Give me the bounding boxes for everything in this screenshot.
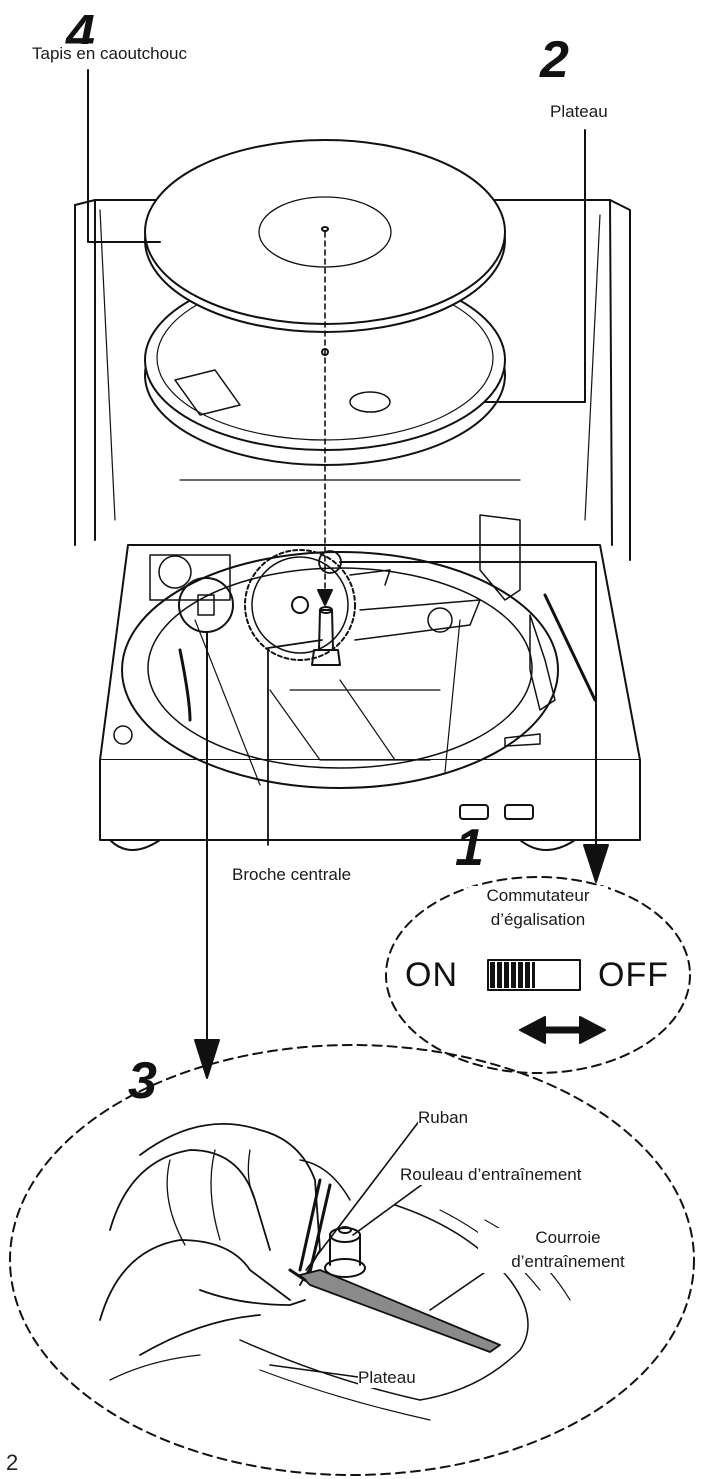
eq-switch: [487, 959, 581, 991]
turntable-base: [99, 514, 641, 851]
drive-belt-callout: [9, 1044, 695, 1476]
label-eq-switch: Commutateur d’égalisation: [468, 886, 608, 931]
leader-ribbon: [305, 1119, 421, 1271]
step-3-number: 3: [128, 1052, 157, 1110]
slide-direction-arrow: [519, 1016, 606, 1044]
label-platter-bottom: Plateau: [358, 1368, 416, 1389]
drive-gear: [244, 549, 453, 661]
page-number: 2: [6, 1450, 19, 1475]
leader-center-spindle: [267, 639, 323, 846]
label-eq-switch-line2: d’égalisation: [490, 910, 586, 930]
label-rubber-mat: Tapis en caoutchouc: [32, 44, 187, 65]
switch-on-label: ON: [405, 956, 458, 994]
switch-off-label: OFF: [598, 956, 669, 994]
step-1-number: 1: [455, 819, 484, 877]
platter-edge-lines: [239, 1159, 571, 1421]
label-drive-roller: Rouleau d’entraînement: [400, 1165, 582, 1186]
arrow-to-step1: [339, 561, 597, 846]
label-eq-switch-line1: Commutateur: [486, 886, 590, 905]
hand-illustration: [99, 1122, 321, 1381]
label-drive-belt-line1: Courroie: [535, 1228, 601, 1247]
label-drive-belt-line2: d’entraînement: [511, 1252, 625, 1272]
leader-platter: [484, 129, 586, 403]
eq-switch-callout: [385, 876, 691, 1074]
center-spindle: [311, 606, 341, 666]
drive-roller: [324, 1226, 366, 1278]
step-2-number: 2: [540, 31, 569, 89]
label-ribbon: Ruban: [418, 1108, 469, 1129]
label-drive-belt: Courroie d’entraînement: [478, 1228, 658, 1273]
label-center-spindle: Broche centrale: [232, 865, 352, 886]
drive-belt: [299, 1269, 501, 1353]
label-platter: Plateau: [550, 102, 608, 123]
leader-rubber-mat: [87, 69, 161, 243]
